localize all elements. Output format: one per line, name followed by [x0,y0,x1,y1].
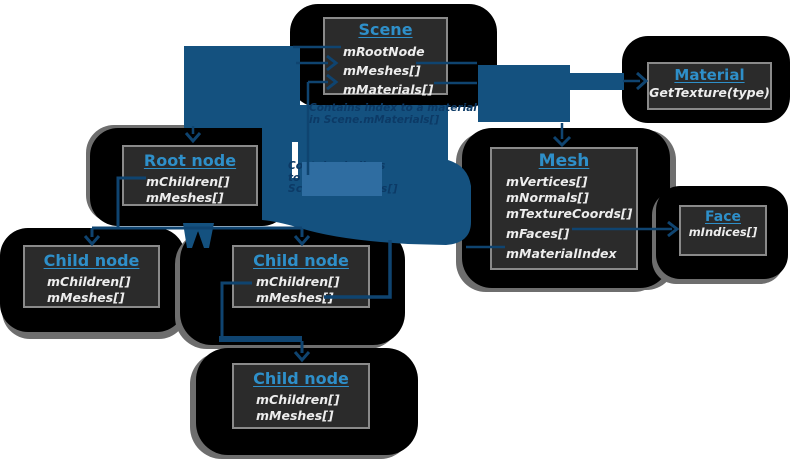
child-node-1-field-mchildren: mChildren[] [47,274,131,289]
root-node-box: Root node mChildren[] mMeshes[] [122,145,258,206]
annotation-line: Contains index to a material [309,102,477,114]
material-field-gettexture: GetTexture(type) [649,85,770,100]
child-node-1-title: Child node [43,251,140,270]
scene-field-mmaterials: mMaterials[] [343,82,434,97]
scene-field-mmeshes: mMeshes[] [343,63,421,78]
mesh-field-mfaces: mFaces[] [506,226,570,241]
child-node-1-field-mmeshes: mMeshes[] [47,289,125,305]
mesh-field-mvertices: mVertices[] [506,174,588,189]
root-node-field-mchildren: mChildren[] [146,174,230,189]
blue-shape-head-bar [570,73,624,90]
blue-shape-left-arm [184,46,300,128]
face-field-mindices: mIndices[] [688,225,758,239]
root-node-title: Root node [143,151,237,170]
face-node-box: Face mIndices[] [679,205,767,256]
ghost-highlight-box [302,162,382,196]
scene-field-mrootnode: mRootNode [343,44,425,59]
annotation-material-index: Contains index to a material in Scene.mM… [309,102,477,126]
child-node-3-box: Child node mChildren[] mMeshes[] [232,363,370,429]
child-node-3-field-mchildren: mChildren[] [256,392,340,407]
child-node-2-field-mchildren: mChildren[] [256,274,340,289]
face-title: Face [705,209,741,225]
child-node-1-box: Child node mChildren[] mMeshes[] [23,245,160,308]
mesh-title: Mesh [538,151,590,171]
annotation-line: in Scene.mMaterials[] [309,113,440,126]
scene-node-box: Scene mRootNode mMeshes[] mMaterials[] [323,17,448,97]
material-node-box: Material GetTexture(type) [647,62,772,110]
mesh-field-mtexturecoords: mTextureCoords[] [506,206,633,221]
child-node-3-title: Child node [253,369,349,388]
child-node-2-title: Child node [253,251,349,270]
mesh-node-box: Mesh mVertices[] mNormals[] mTextureCoor… [490,147,638,270]
child-node-2-field-mmeshes: mMeshes[] [256,289,334,305]
scene-title: Scene [358,20,413,39]
mesh-field-mmaterialindex: mMaterialIndex [506,246,617,261]
child-node-3-field-mmeshes: mMeshes[] [256,407,334,423]
material-title: Material [674,66,745,84]
mesh-field-mnormals: mNormals[] [506,190,589,205]
root-node-field-mmeshes: mMeshes[] [146,189,224,205]
child-node-2-box: Child node mChildren[] mMeshes[] [232,245,370,308]
